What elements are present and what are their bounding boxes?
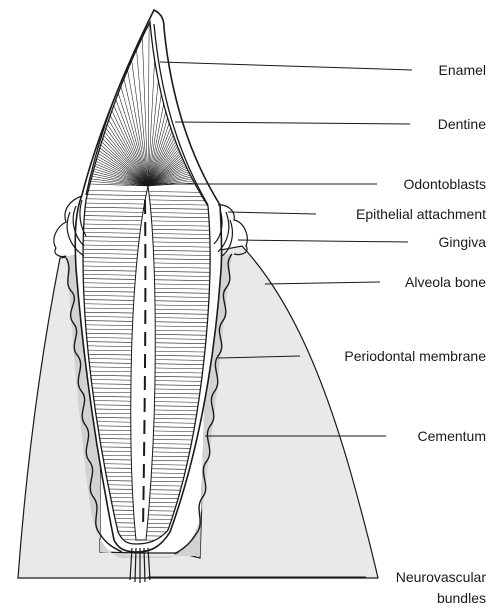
tubule-line — [148, 18, 347, 186]
label-neurovascular-line2: bundles — [437, 590, 486, 606]
leader-alveola-bone — [265, 282, 380, 284]
tubule-line — [148, 27, 354, 186]
label-dentine: Dentine — [438, 116, 486, 132]
label-periodontal-membrane: Periodontal membrane — [344, 348, 486, 364]
leader-epithelial-attachment — [228, 212, 316, 214]
leader-enamel — [160, 62, 412, 70]
label-cementum: Cementum — [418, 428, 486, 444]
tubule-line — [148, 9, 339, 186]
label-neurovascular-line1: Neurovascular — [396, 569, 487, 585]
label-odontoblasts: Odontoblasts — [404, 176, 487, 192]
label-enamel: Enamel — [439, 62, 486, 78]
leader-gingiva — [238, 240, 408, 242]
leader-dentine — [175, 122, 410, 124]
label-alveola-bone: Alveola bone — [405, 274, 486, 290]
label-epithelial-attachment: Epithelial attachment — [356, 206, 486, 222]
label-gingiva: Gingiva — [439, 234, 487, 250]
